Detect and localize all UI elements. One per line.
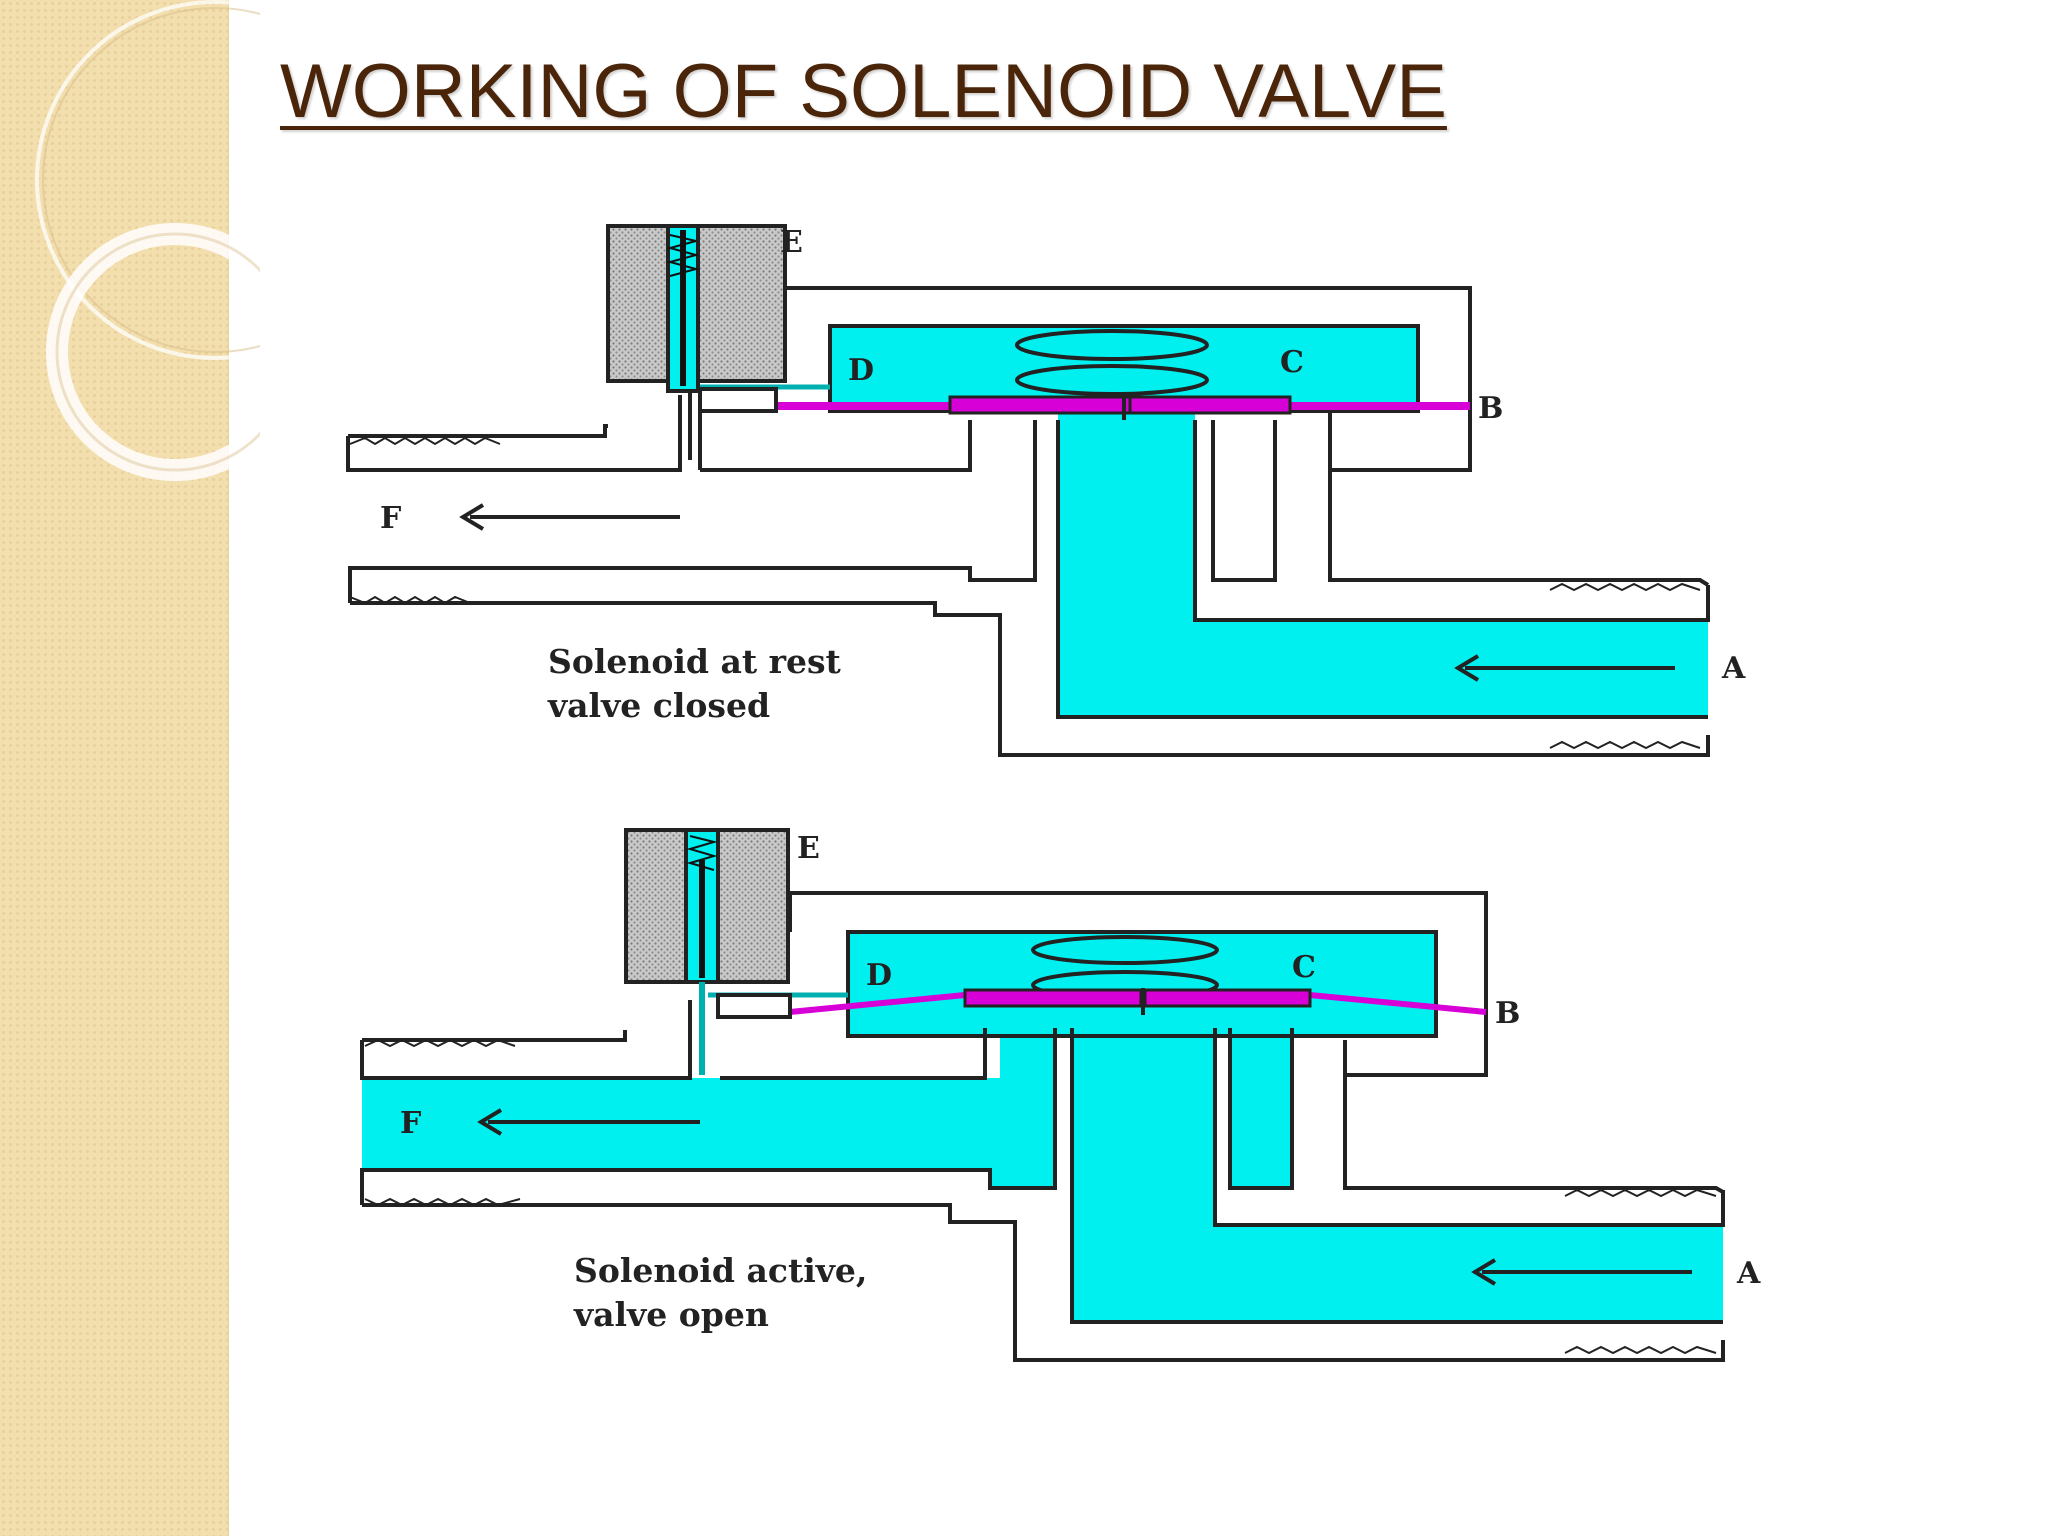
label-a-open: A (1736, 1256, 1761, 1291)
label-e-closed: E (780, 225, 803, 260)
label-f-closed: F (380, 501, 401, 536)
inlet-fluid-closed (1058, 413, 1708, 717)
inlet-fluid-open (1072, 1028, 1723, 1322)
caption-line1-closed: Solenoid at rest (548, 642, 842, 681)
label-c-closed: C (1280, 345, 1304, 380)
label-f-open: F (400, 1106, 421, 1141)
caption-line2-closed: valve closed (547, 686, 770, 725)
decorative-circles (35, 0, 260, 481)
upper-chamber-open (846, 930, 1438, 1038)
outlet-fluid-open (362, 1028, 1055, 1188)
label-a-closed: A (1721, 651, 1746, 686)
label-b-open: B (1495, 996, 1520, 1031)
valve-closed-diagram (346, 224, 1710, 757)
label-e-open: E (797, 831, 820, 866)
slide-title: WORKING OF SOLENOID VALVE (280, 49, 1447, 134)
label-b-closed: B (1478, 391, 1503, 426)
label-d-closed: D (848, 353, 874, 388)
valve-open-diagram (360, 828, 1725, 1362)
label-c-open: C (1292, 950, 1316, 985)
caption-line2-open: valve open (573, 1295, 769, 1334)
caption-line1-open: Solenoid active, (574, 1251, 867, 1290)
label-d-open: D (866, 958, 892, 993)
